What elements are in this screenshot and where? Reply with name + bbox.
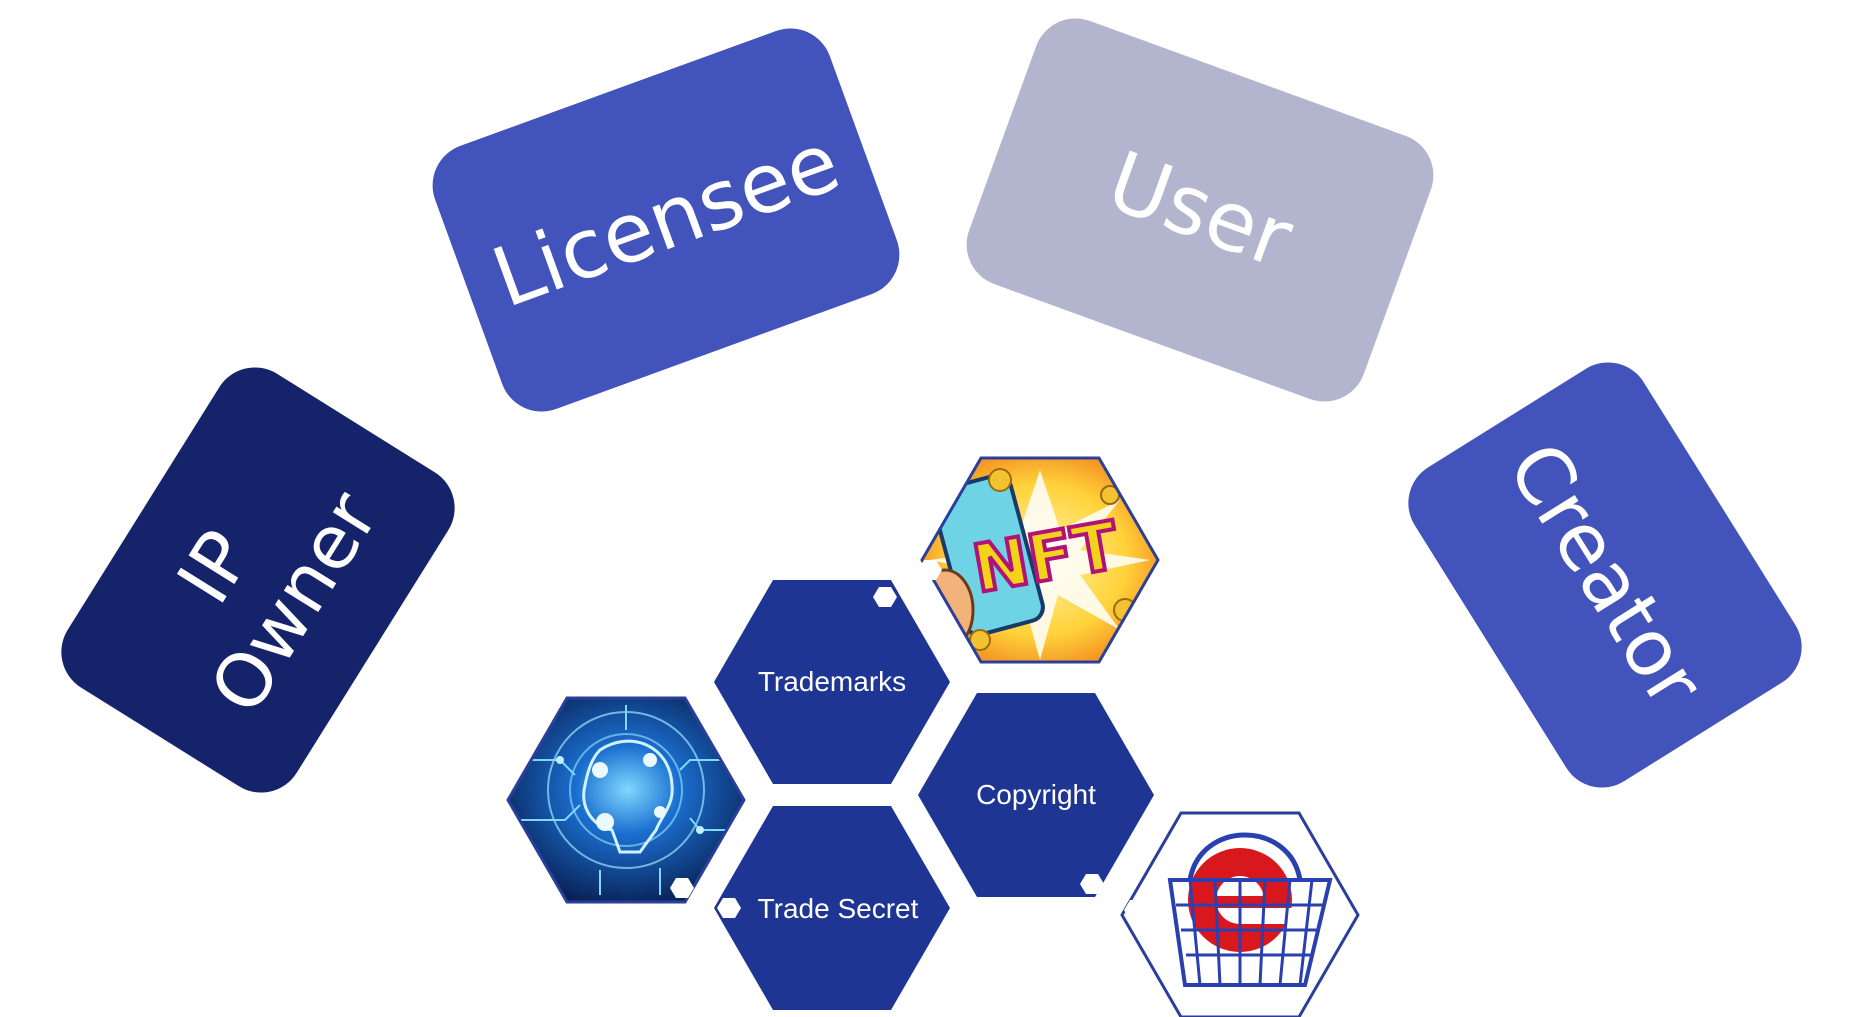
hex-marker-icon — [1080, 874, 1104, 894]
role-block-licensee: Licensee — [432, 28, 900, 412]
hex-label-copyright: Copyright — [976, 779, 1096, 810]
role-block-ip-owner: IP Owner — [61, 367, 455, 793]
hex-trademarks: Trademarks — [714, 580, 950, 784]
role-block-creator: Creator — [1408, 362, 1802, 788]
role-block-user: User — [966, 18, 1434, 402]
ecommerce-basket-icon — [1120, 811, 1360, 1017]
nft-lettering: NFT — [967, 507, 1124, 608]
hex-trade-secret: Trade Secret — [714, 806, 950, 1010]
nft-phone-icon: NFT — [918, 456, 1160, 664]
hex-label-trademarks: Trademarks — [758, 666, 906, 697]
hex-copyright: Copyright — [918, 693, 1154, 897]
hex-label-trade-secret: Trade Secret — [758, 893, 919, 924]
hex-marker-icon — [873, 587, 897, 607]
ai-brain-circuit-icon — [506, 696, 746, 904]
hex-marker-icon — [717, 898, 741, 918]
